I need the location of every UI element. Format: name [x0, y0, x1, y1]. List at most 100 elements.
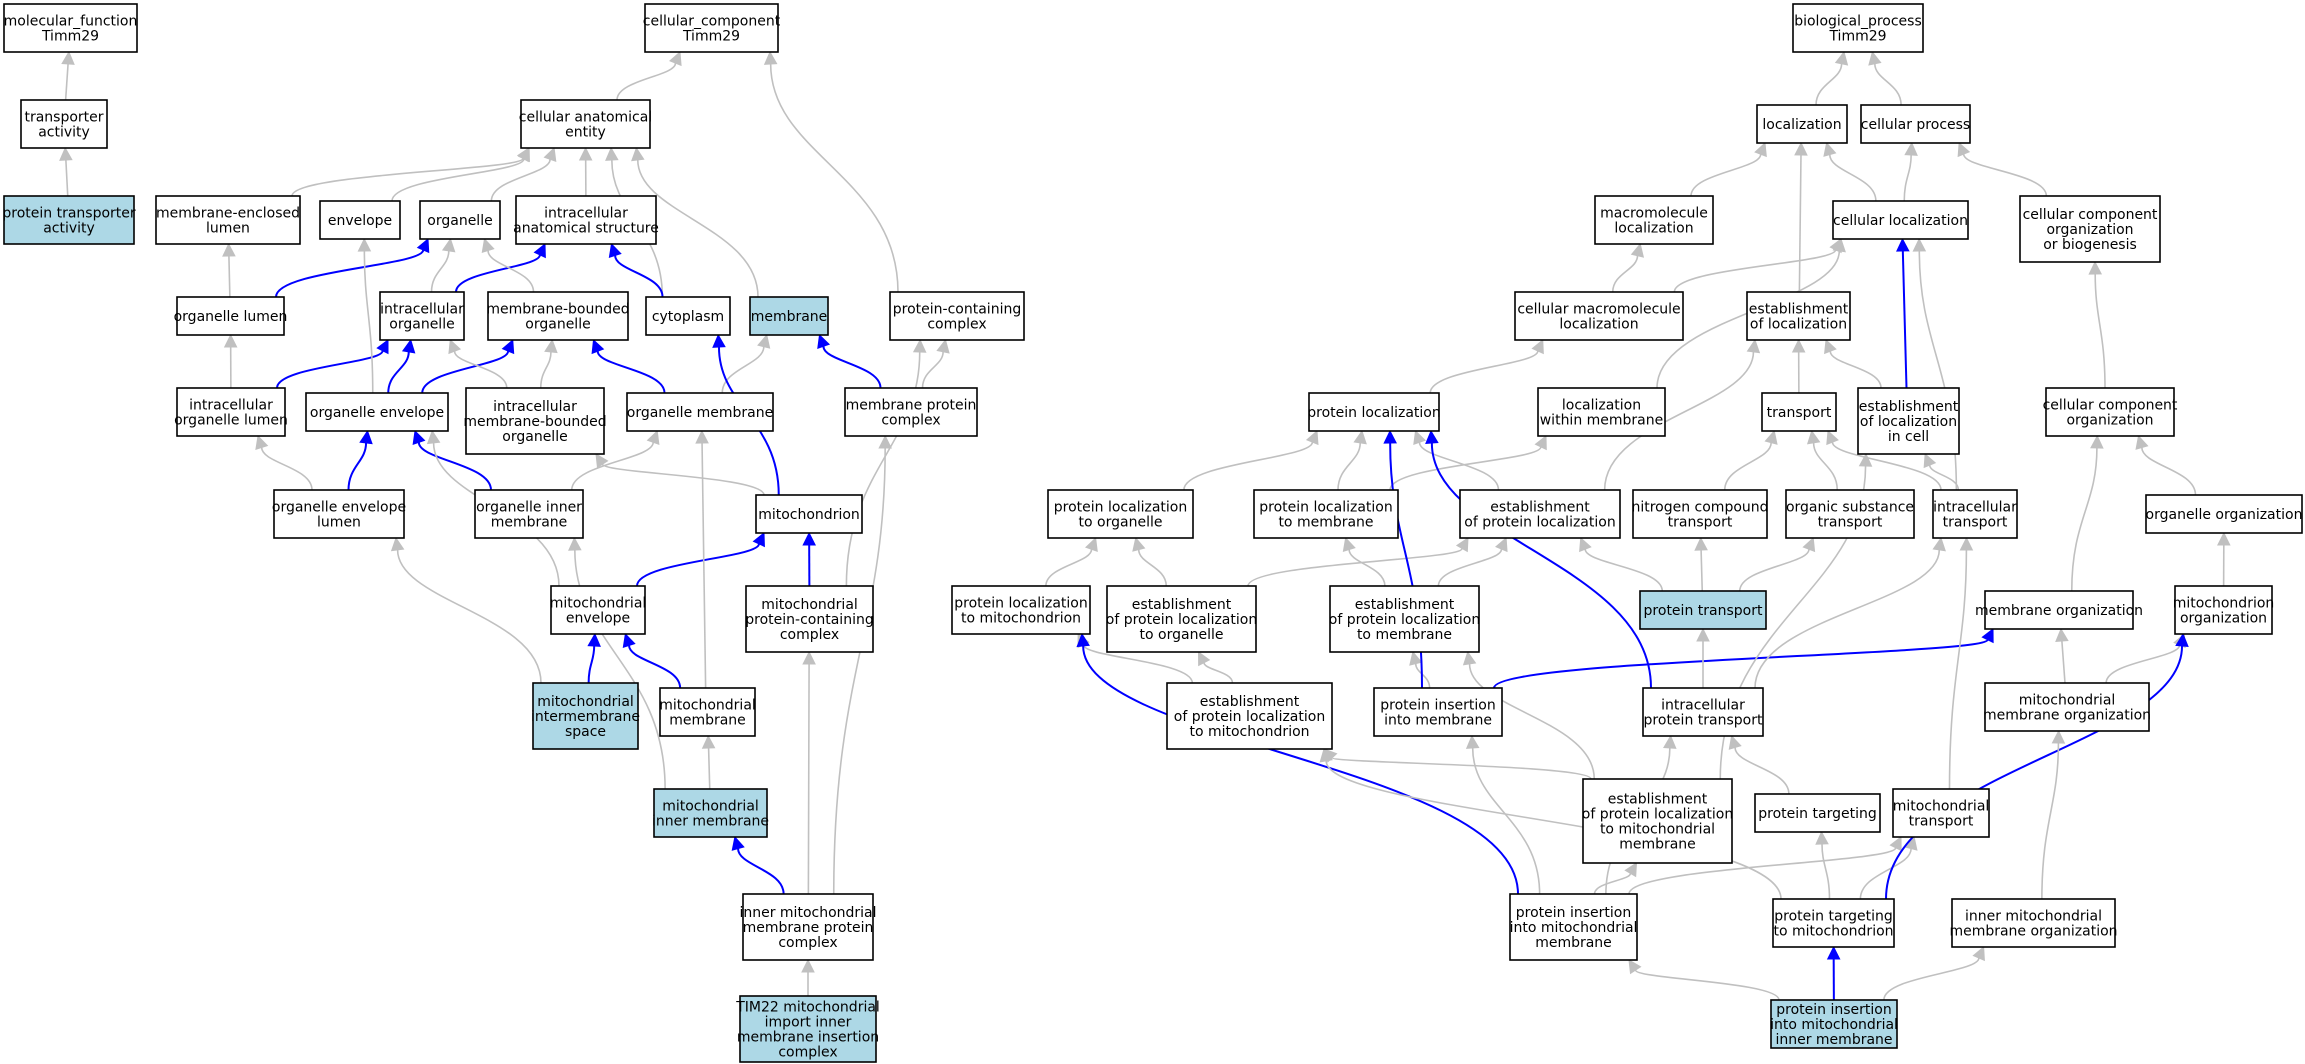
term-label-line: of protein localization — [1464, 515, 1615, 531]
term-label-line: cellular component — [2023, 207, 2158, 223]
go-term-organelle-envelope[interactable]: organelle envelope — [305, 392, 449, 432]
term-box — [1951, 898, 2116, 948]
go-term-protein-localization[interactable]: protein localization — [1307, 392, 1441, 432]
edge-cellular-macromolecule-localization-to-cellular-localization — [1673, 237, 1842, 293]
edge-protein-targeting-to-intracellular-protein-transport — [1728, 734, 1790, 795]
term-box — [1047, 489, 1194, 539]
go-term-organelle[interactable]: organelle — [419, 200, 501, 240]
go-term-cellular-process[interactable]: cellular process — [1860, 104, 1971, 144]
edge-membrane-bounded-organelle-to-organelle — [481, 237, 535, 293]
go-term-mitochondrion[interactable]: mitochondrion — [755, 494, 863, 534]
term-label-line: membrane protein — [846, 398, 977, 414]
term-label-line: into mitochondrial — [1770, 1017, 1898, 1033]
edge-establishment-of-protein-localization-to-membrane-to-protein-localization-to-membrane — [1342, 536, 1386, 587]
term-label-line: protein-containing — [745, 612, 873, 628]
go-term-protein-targeting[interactable]: protein targeting — [1754, 793, 1881, 833]
go-term-transport[interactable]: transport — [1761, 392, 1837, 432]
term-label-line: intracellular — [493, 399, 577, 415]
edge-intracellular-anatomical-structure-to-cellular-anatomical-entity — [578, 146, 593, 197]
term-label-line: of protein localization — [1582, 807, 1733, 823]
term-label-line: membrane protein — [743, 920, 874, 936]
edge-organic-substance-transport-to-transport — [1806, 429, 1839, 491]
term-label-line: complex — [927, 317, 986, 333]
edge-mitochondrion-to-intracellular-membrane-bounded-organelle — [595, 453, 765, 496]
term-label-line: cytoplasm — [652, 309, 724, 325]
edge-mitochondrial-transport-to-intracellular-transport — [1948, 536, 1974, 790]
go-term-organelle-membrane[interactable]: organelle membrane — [626, 392, 774, 432]
go-term-membrane[interactable]: membrane — [749, 296, 829, 336]
term-box — [474, 489, 584, 539]
edge-organelle-lumen-to-membrane-enclosed-lumen — [222, 242, 236, 298]
term-box — [745, 585, 874, 653]
go-term-cytoplasm[interactable]: cytoplasm — [645, 296, 731, 336]
term-label-line: inner mitochondrial — [1965, 909, 2102, 925]
go-term-organelle-organization[interactable]: organelle organization — [2145, 494, 2303, 534]
edge-mitochondrial-protein-containing-complex-to-protein-containing-complex — [845, 338, 927, 587]
go-term-localization[interactable]: localization — [1756, 104, 1848, 144]
edge-protein-insertion-into-membrane-to-establishment-of-protein-localization-to-membrane — [1409, 650, 1431, 689]
go-term-organelle-lumen[interactable]: organelle lumen — [174, 296, 288, 336]
go-term-cellular-localization[interactable]: cellular localization — [1832, 200, 1969, 240]
term-label-line: protein localization — [954, 596, 1087, 612]
go-term-protein-transport[interactable]: protein transport — [1639, 590, 1767, 630]
edge-organelle-inner-membrane-to-organelle-envelope — [412, 429, 492, 491]
go-term-envelope[interactable]: envelope — [319, 200, 401, 240]
edge-protein-localization-to-membrane-to-protein-localization — [1337, 429, 1367, 491]
term-box — [644, 3, 779, 53]
term-box — [1892, 788, 1990, 838]
go-term-membrane-organization[interactable]: membrane organization — [1975, 590, 2143, 630]
term-box — [1860, 104, 1971, 144]
term-box — [653, 788, 768, 838]
